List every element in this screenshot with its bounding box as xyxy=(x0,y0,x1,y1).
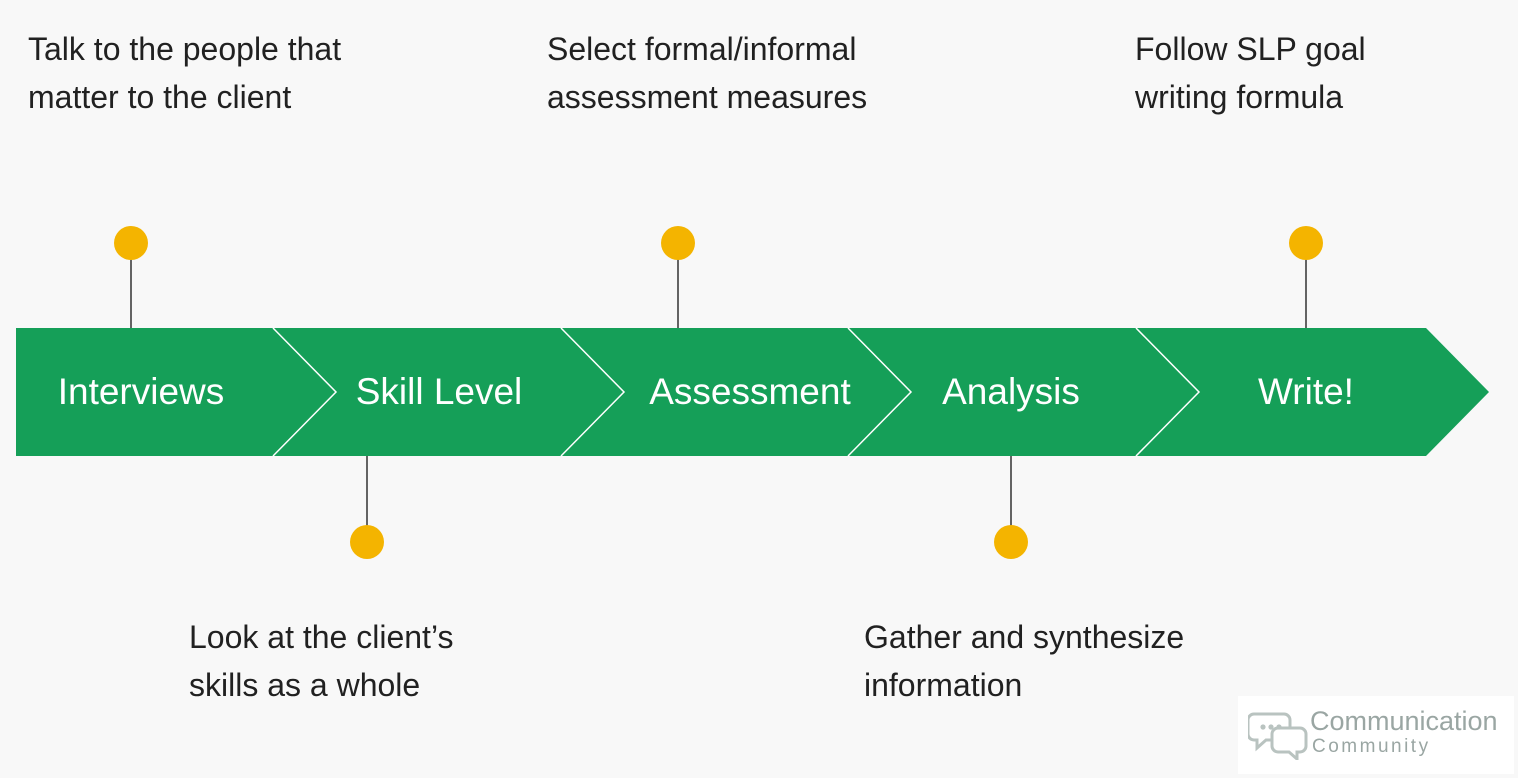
step-label-assessment: Assessment xyxy=(649,371,851,412)
step-label-write: Write! xyxy=(1258,371,1354,412)
chevron-separator-4 xyxy=(1135,327,1201,457)
note-line: writing formula xyxy=(1135,79,1344,115)
note-line: Follow SLP goal xyxy=(1135,31,1366,67)
step-label-interviews: Interviews xyxy=(58,371,225,412)
note-line: Talk to the people that xyxy=(28,31,342,67)
brand-logo: Communication Community xyxy=(1238,696,1514,774)
note-line: Select formal/informal xyxy=(547,31,857,67)
step-label-skill-level: Skill Level xyxy=(356,371,523,412)
note-line: assessment measures xyxy=(547,79,868,115)
note-line: Gather and synthesize xyxy=(864,619,1185,655)
milestone-dot-skill-level xyxy=(350,525,384,559)
note-skill-level: Look at the client’s skills as a whole xyxy=(189,613,453,709)
arrow-body xyxy=(16,328,1489,456)
step-label-analysis: Analysis xyxy=(942,371,1080,412)
milestone-dot-analysis xyxy=(994,525,1028,559)
note-line: skills as a whole xyxy=(189,667,421,703)
chevron-separator-2 xyxy=(560,327,626,457)
chevron-separator-1 xyxy=(272,327,338,457)
logo-text-communication: Communication xyxy=(1310,706,1498,736)
milestone-dot-interviews xyxy=(114,226,148,260)
note-line: information xyxy=(864,667,1023,703)
note-line: matter to the client xyxy=(28,79,292,115)
note-line: Look at the client’s xyxy=(189,619,454,655)
milestone-dot-assessment xyxy=(661,226,695,260)
note-write: Follow SLP goal writing formula xyxy=(1135,25,1366,121)
logo-text-community: Community xyxy=(1312,736,1431,757)
speech-bubbles-icon xyxy=(1248,712,1308,760)
chevron-separator-3 xyxy=(847,327,913,457)
note-analysis: Gather and synthesize information xyxy=(864,613,1184,709)
note-assessment: Select formal/informal assessment measur… xyxy=(547,25,867,121)
milestone-dot-write xyxy=(1289,226,1323,260)
note-interviews: Talk to the people that matter to the cl… xyxy=(28,25,341,121)
